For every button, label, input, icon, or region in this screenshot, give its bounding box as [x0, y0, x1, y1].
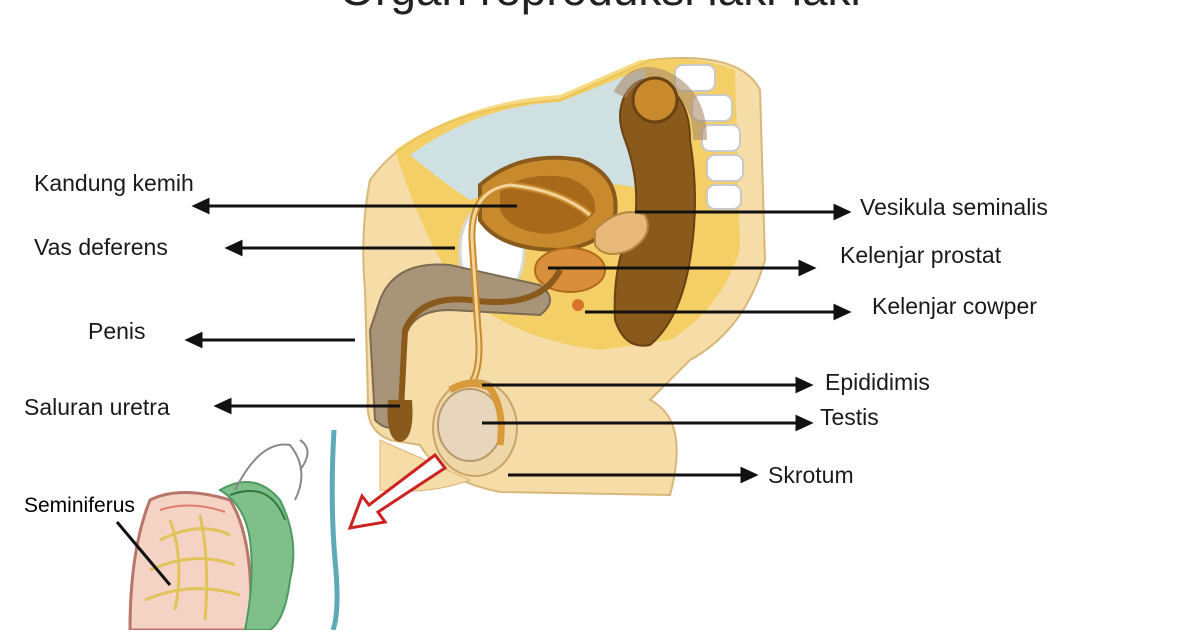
label-kandung-kemih: Kandung kemih — [34, 170, 194, 196]
colon-section — [631, 76, 679, 124]
label-seminiferus: Seminiferus — [24, 494, 135, 517]
rectum-outer — [613, 67, 707, 141]
cowper-gland — [572, 299, 584, 311]
label-testis: Testis — [820, 404, 879, 430]
label-penis: Penis — [88, 318, 146, 344]
label-vesikula-seminalis: Vesikula seminalis — [860, 194, 1048, 220]
pointer-arrow — [347, 452, 448, 530]
testis-shape — [437, 388, 503, 462]
urethra — [397, 268, 563, 431]
label-kelenjar-cowper: Kelenjar cowper — [872, 293, 1037, 319]
testis-cross-section — [128, 429, 340, 632]
label-vas-deferens: Vas deferens — [34, 234, 168, 260]
seminal-vesicle — [594, 211, 649, 255]
page-title: Organ reproduksi laki-laki — [0, 0, 1200, 16]
vas-deferens-core — [468, 183, 591, 386]
epididymis-shape — [448, 380, 505, 446]
label-kelenjar-prostat: Kelenjar prostat — [840, 242, 1002, 268]
label-saluran-uretra: Saluran uretra — [24, 394, 170, 420]
label-skrotum: Skrotum — [768, 462, 854, 488]
leader-lines — [115, 197, 852, 586]
label-epididimis: Epididimis — [825, 369, 930, 395]
